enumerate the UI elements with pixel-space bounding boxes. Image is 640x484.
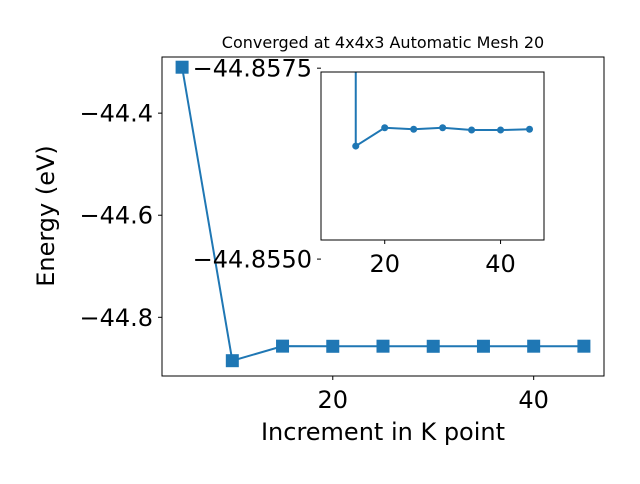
- inset-axes-frame: [320, 71, 545, 241]
- main-axes: 20 40 −44.4 −44.6 −44.8 Converged at 4x4x3 A…: [32, 33, 605, 446]
- inset-data-point: [468, 126, 476, 134]
- inset-x-tick-label: 40: [485, 250, 516, 278]
- main-data-point: [476, 339, 490, 353]
- main-axes-frame: [161, 56, 605, 377]
- main-x-tick-label: 20: [317, 386, 348, 414]
- main-y-tick-label: −44.6: [79, 202, 153, 230]
- inset-background: [321, 72, 544, 240]
- main-data-point: [326, 339, 340, 353]
- inset-y-tick-label: −44.8550: [193, 246, 312, 274]
- main-series-layer: [175, 60, 591, 368]
- main-y-tick-label: −44.4: [79, 100, 153, 128]
- main-data-point: [276, 339, 290, 353]
- inset-data-point: [439, 124, 447, 132]
- main-data-point: [577, 339, 591, 353]
- y-axis-label: Energy (eV): [32, 145, 60, 287]
- main-ticks-layer: 20 40 −44.4 −44.6 −44.8: [79, 100, 549, 414]
- main-data-point: [426, 339, 440, 353]
- inset-data-point: [497, 126, 505, 134]
- inset-ticks-layer: 20 40 −44.8575 −44.8550: [193, 55, 516, 278]
- inset-series-line: [354, 72, 530, 148]
- main-data-point: [376, 339, 390, 353]
- main-data-point: [527, 339, 541, 353]
- x-axis-label: Increment in K point: [261, 418, 505, 446]
- inset-data-point: [352, 142, 360, 150]
- main-data-point: [225, 354, 239, 368]
- inset-x-tick-label: 20: [369, 250, 400, 278]
- inset-y-tick-label: −44.8575: [193, 55, 312, 83]
- inset-data-point: [381, 124, 389, 132]
- main-y-tick-label: −44.8: [79, 304, 153, 332]
- main-data-point: [175, 60, 189, 74]
- inset-axes: 20 40 −44.8575 −44.8550: [193, 55, 545, 278]
- inset-data-point: [410, 125, 418, 133]
- chart-title: Converged at 4x4x3 Automatic Mesh 20: [222, 33, 544, 52]
- inset-data-point: [526, 125, 534, 133]
- inset-series-layer: [352, 72, 534, 150]
- main-x-tick-label: 40: [518, 386, 549, 414]
